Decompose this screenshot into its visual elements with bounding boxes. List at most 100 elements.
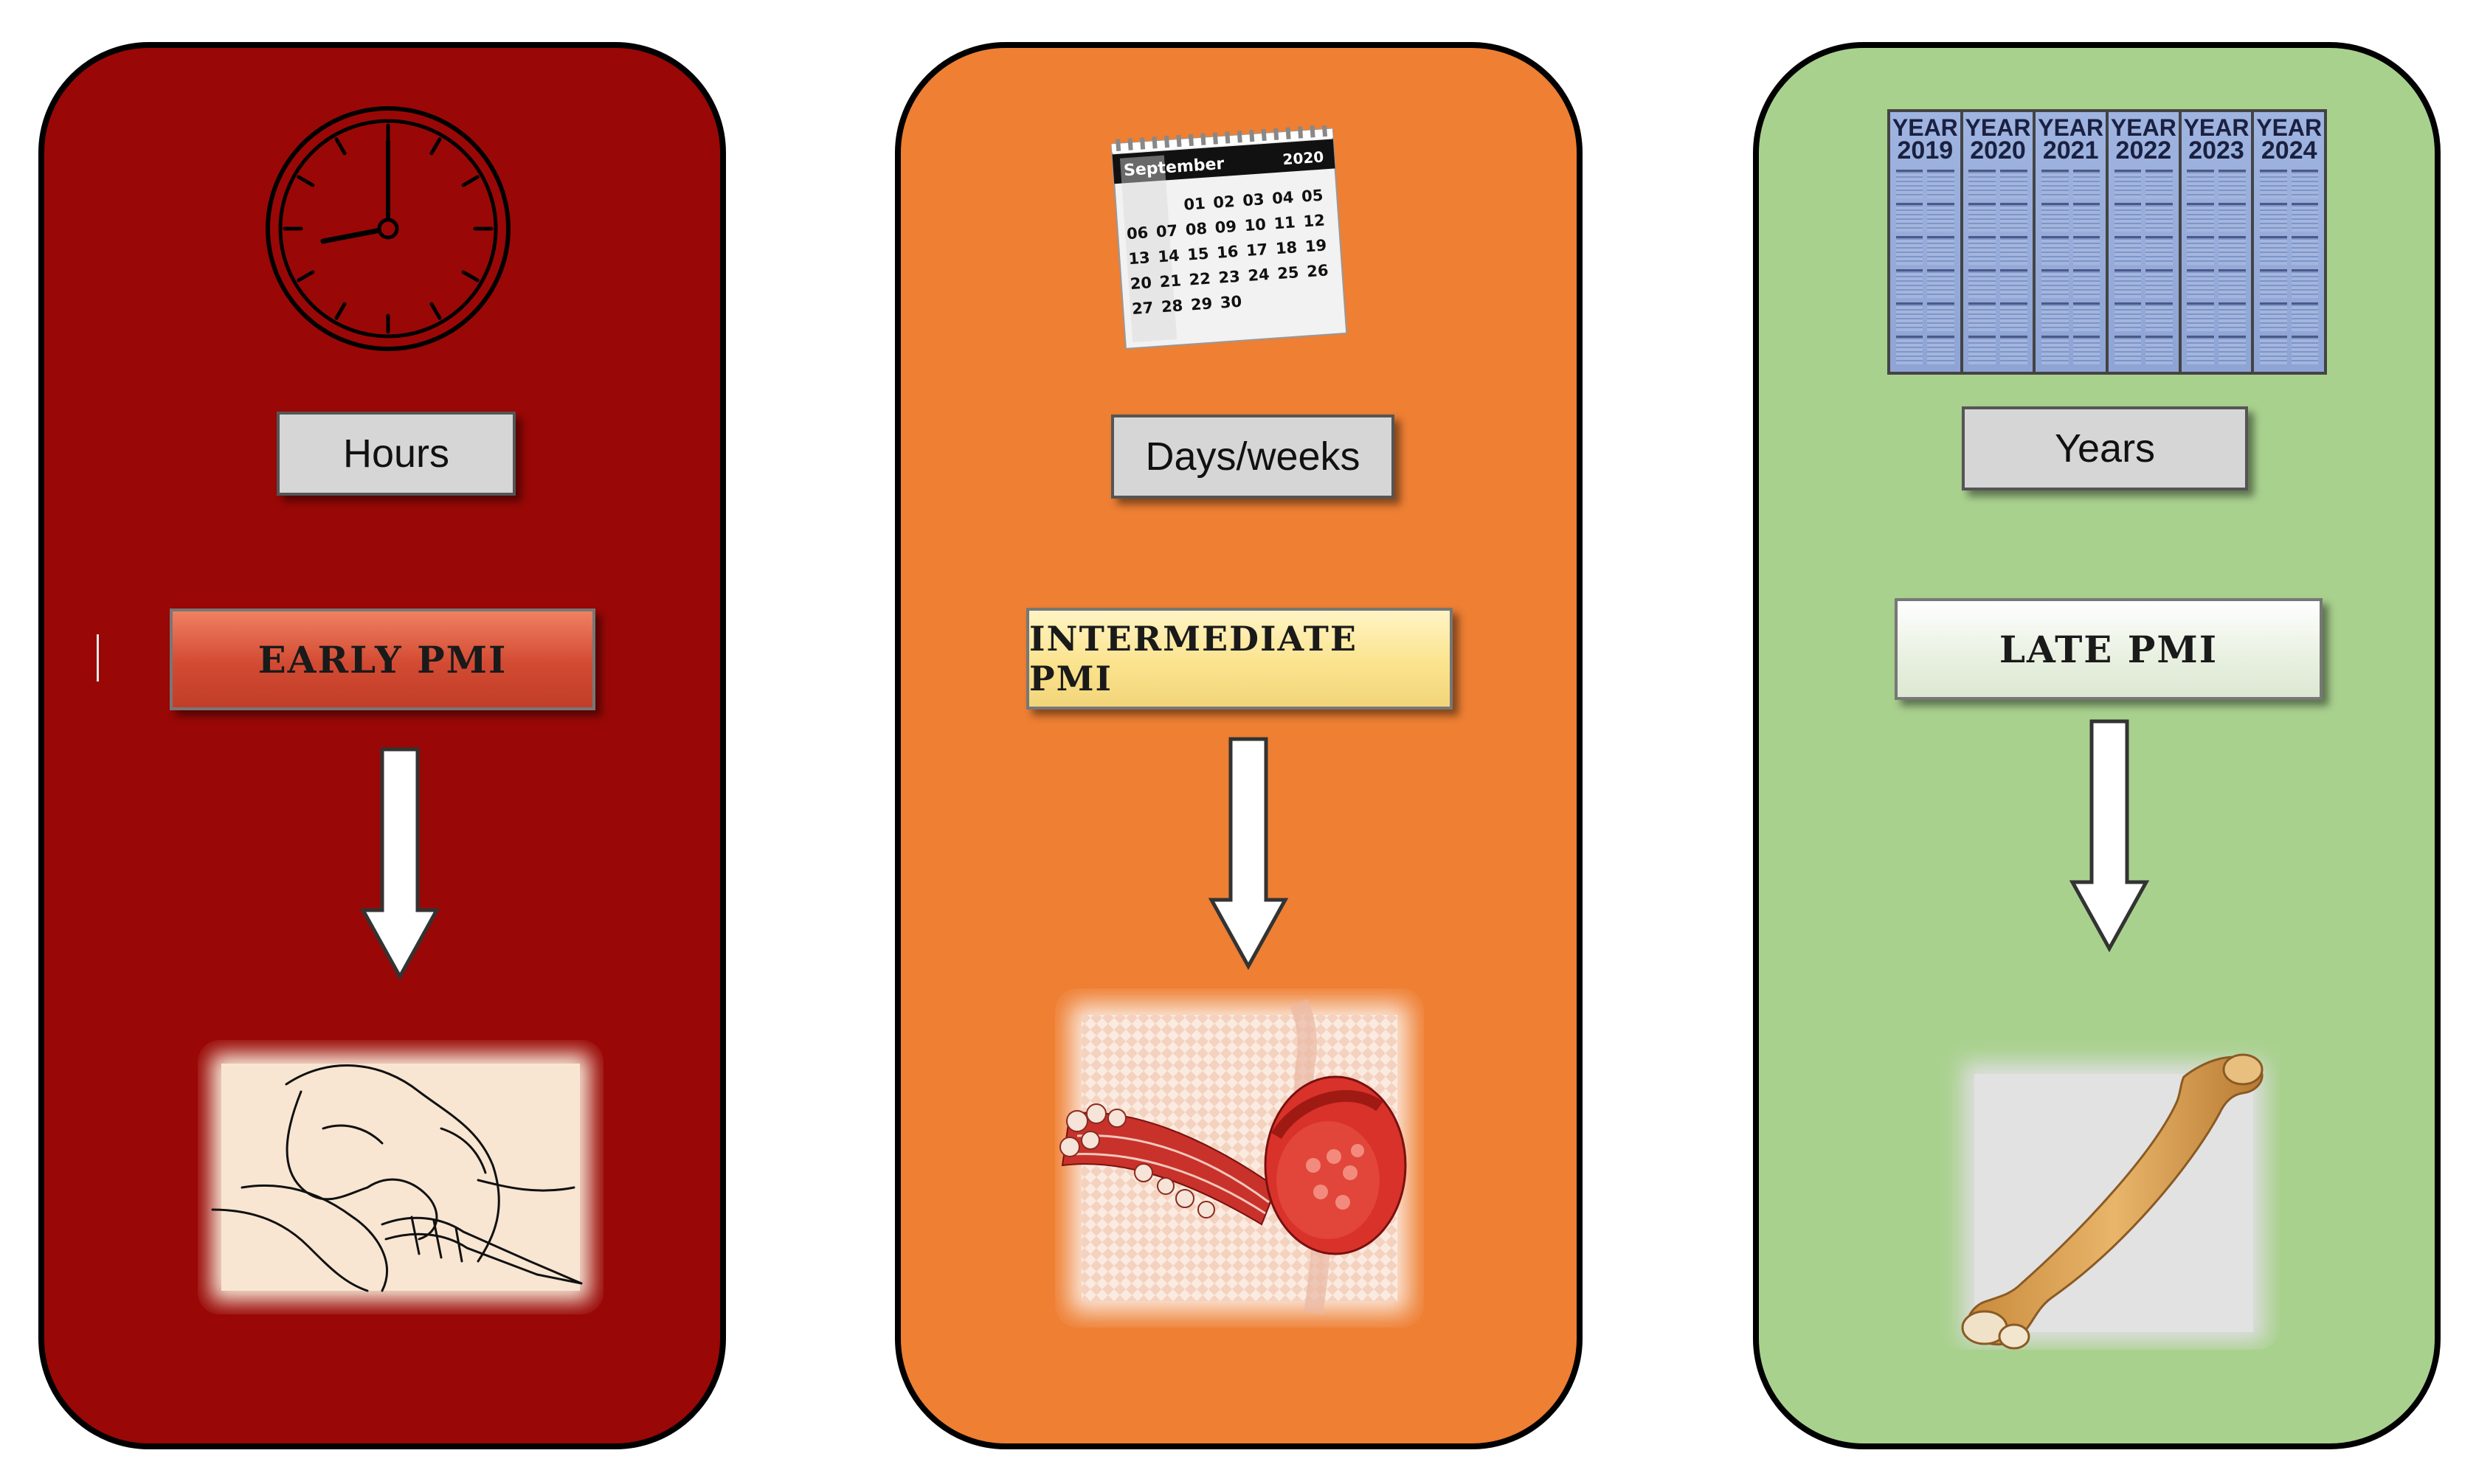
year-calendar-month-block: [2219, 236, 2246, 265]
year-calendar-month-block: [2187, 269, 2215, 298]
year-calendar-month-block: [2187, 170, 2215, 198]
calendar-ring: [1116, 139, 1121, 151]
time-label-hours: Hours: [277, 412, 516, 496]
year-calendar-month-block: [1968, 203, 1996, 232]
year-calendar-month-block: [1895, 302, 1923, 331]
calendar-day: 10: [1244, 215, 1267, 235]
calendar-ring: [1152, 136, 1158, 149]
year-calendar-month-block: [2000, 302, 2027, 331]
clock-tick: [334, 137, 347, 156]
year-calendar-year: 2024: [2261, 136, 2317, 164]
year-calendar-month-block: [2291, 236, 2319, 265]
calendar-day: 11: [1273, 213, 1296, 232]
calendar-day: 24: [1248, 266, 1270, 285]
clock-tick: [297, 270, 315, 282]
year-calendar-month-block: [2145, 336, 2174, 364]
year-calendar-month-block: [1895, 336, 1923, 364]
calendar-day: 12: [1303, 212, 1326, 231]
year-calendar-month-block: [2187, 336, 2215, 364]
calendar-day: 04: [1271, 188, 1294, 207]
year-calendar-month-block: [1927, 302, 1955, 331]
calendar-day: 07: [1155, 221, 1178, 240]
calendar-day: 13: [1128, 249, 1151, 268]
year-calendar-month-block: [2000, 336, 2027, 364]
calendar-ring: [1212, 132, 1218, 145]
year-calendar-word: YEAR: [2183, 114, 2250, 141]
year-calendar-month-block: [2219, 302, 2246, 331]
calendar-ring: [1273, 128, 1279, 141]
calendar-day: 25: [1277, 263, 1300, 282]
calendar-day: 23: [1218, 268, 1241, 287]
year-calendar-month-block: [1968, 236, 1996, 265]
year-calendar-month-block: [2291, 269, 2319, 298]
year-calendar-month-block: [2041, 302, 2069, 331]
calendar-day: 17: [1245, 240, 1268, 260]
year-calendar-word: YEAR: [2110, 114, 2176, 141]
calendar-day: 18: [1275, 238, 1298, 257]
calendar-day: 03: [1242, 190, 1265, 209]
year-calendar-month-block: [2219, 203, 2246, 232]
year-calendar-year: 2020: [1970, 136, 2026, 164]
stage-label-early-pmi: EARLY PMI: [170, 608, 595, 710]
year-calendar-month-block: [2291, 336, 2319, 364]
year-calendar-month-block: [2187, 302, 2215, 331]
year-calendar-month-block: [1895, 203, 1923, 232]
calendar-day: 22: [1189, 270, 1211, 289]
year-calendar-month-block: [2041, 269, 2069, 298]
muscle-tissue-illustration: [1059, 999, 1409, 1315]
year-calendar-month-block: [1968, 269, 1996, 298]
calendar-ring: [1163, 136, 1170, 148]
calendar-day: 06: [1126, 223, 1149, 243]
stage-label-intermediate-pmi: INTERMEDIATE PMI: [1026, 608, 1453, 710]
year-calendar-month-block: [2291, 302, 2319, 331]
clock-tick: [334, 302, 347, 320]
year-calendar-month-block: [1927, 170, 1955, 198]
clock-tick: [461, 175, 480, 187]
year-calendar-month-block: [2041, 170, 2069, 198]
calendar-day: 19: [1304, 236, 1327, 255]
year-calendar-month-block: [2145, 170, 2174, 198]
year-calendar-month-block: [1895, 236, 1923, 265]
year-calendar-month-block: [1968, 302, 1996, 331]
year-calendar-year: 2022: [2115, 136, 2172, 164]
down-arrow-intermediate: [1208, 737, 1289, 971]
year-calendar-month-block: [2259, 269, 2287, 298]
calendar-ring: [1237, 131, 1242, 143]
year-calendar-month-block: [2259, 302, 2287, 331]
calendar-year: 2020: [1282, 148, 1324, 168]
year-calendar-month-block: [2041, 336, 2069, 364]
clock-tick: [461, 270, 480, 282]
year-calendar-month-block: [2259, 236, 2287, 265]
year-calendar-month-block: [2072, 269, 2100, 298]
calendar-day: 26: [1306, 261, 1329, 280]
year-calendar-month-block: [2219, 269, 2246, 298]
clock-icon: [266, 106, 511, 351]
year-calendar-month-block: [2072, 302, 2100, 331]
year-calendar-month-block: [2145, 236, 2174, 265]
year-calendar-month-block: [1927, 236, 1955, 265]
calendar-ring: [1225, 131, 1231, 144]
year-calendar-month-block: [1968, 336, 1996, 364]
calendar-day: 29: [1190, 294, 1213, 313]
year-calendar-month-block: [2145, 203, 2174, 232]
year-calendar-word: YEAR: [2038, 114, 2104, 141]
time-label-years: Years: [1962, 406, 2248, 490]
stage-label-late-pmi: LATE PMI: [1895, 598, 2323, 700]
calendar-ring: [1298, 126, 1304, 139]
calendar-ring: [1176, 134, 1182, 148]
year-calendar-month-block: [2000, 170, 2027, 198]
year-calendar-month-block: [2259, 203, 2287, 232]
year-calendar-month-block: [2291, 170, 2319, 198]
year-calendar-month-block: [1968, 170, 1996, 198]
calendar-day: 14: [1158, 246, 1180, 266]
year-calendar-month-block: [2114, 336, 2142, 364]
year-calendar-months: [1895, 170, 1955, 372]
year-calendar-month-block: [2219, 170, 2246, 198]
